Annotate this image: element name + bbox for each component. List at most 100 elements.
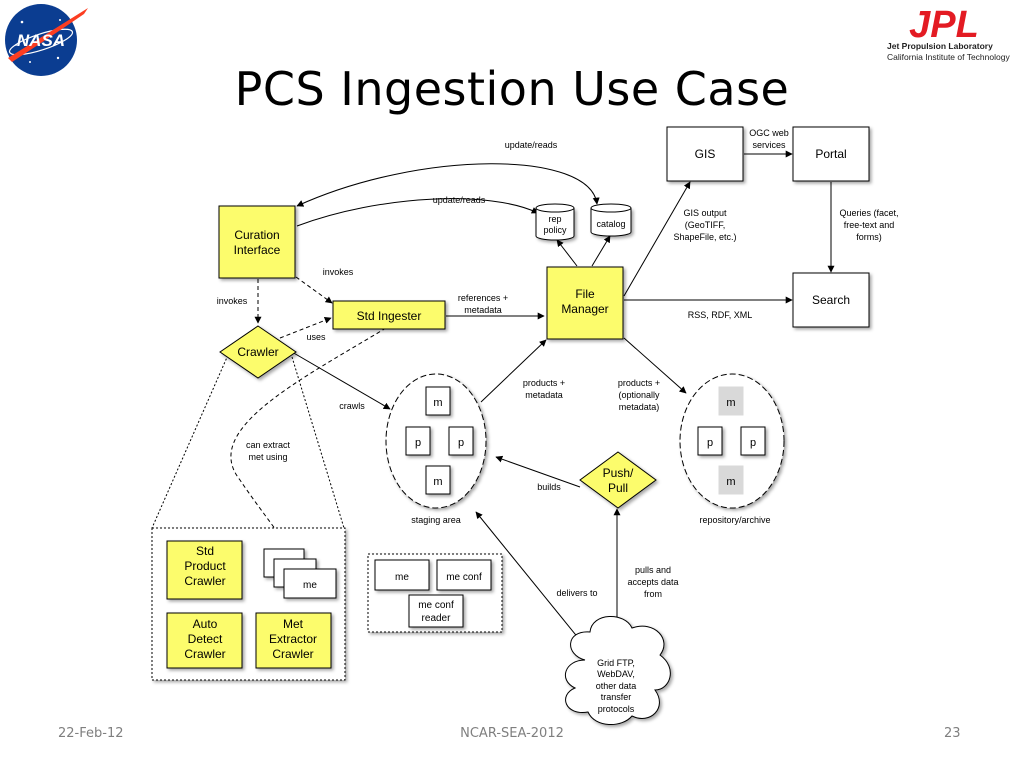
label-rss: RSS, RDF, XML <box>688 310 753 320</box>
node-curation-interface: Curation Interface <box>218 205 296 279</box>
archive-m2 <box>718 465 744 495</box>
label-delivers: delivers to <box>556 588 597 598</box>
svg-text:p: p <box>707 437 713 449</box>
node-crawler-group: Std Product Crawler Auto Detect Crawler … <box>151 527 346 681</box>
node-catalog: catalog <box>590 203 632 237</box>
staging-p1 <box>405 426 431 456</box>
archive-m1 <box>718 386 744 416</box>
nasa-logo: NASA <box>5 4 88 76</box>
std-product-crawler <box>166 540 243 600</box>
node-rep-policy: rep policy <box>535 203 575 241</box>
svg-text:reader: reader <box>422 613 452 624</box>
me-box <box>374 559 430 591</box>
node-gis: GIS <box>666 126 744 182</box>
label-gis-output-1: GIS output <box>683 208 727 218</box>
svg-text:Grid FTP,: Grid FTP, <box>597 658 635 668</box>
label-queries-3: forms) <box>856 232 882 242</box>
svg-text:Manager: Manager <box>561 302 608 316</box>
logos: NASA JPL Jet Propulsion Laboratory Calif… <box>5 4 1010 76</box>
node-crawler: Crawler <box>219 325 297 379</box>
svg-text:p: p <box>415 437 421 449</box>
svg-text:me conf: me conf <box>418 600 454 611</box>
label-pulls-3: from <box>644 589 662 599</box>
svg-text:File: File <box>575 287 595 301</box>
label-pulls-2: accepts data <box>627 577 678 587</box>
jpl-line1: Jet Propulsion Laboratory <box>887 41 993 51</box>
edge-builds <box>495 455 581 488</box>
edge-rep-policy-fm <box>556 239 578 267</box>
svg-text:Product: Product <box>184 559 226 573</box>
edge-update-reads-2 <box>296 198 539 227</box>
label-crawls: crawls <box>339 401 365 411</box>
svg-text:policy: policy <box>543 225 567 235</box>
node-portal: Portal <box>792 126 870 182</box>
svg-text:me: me <box>303 580 317 591</box>
label-pulls-1: pulls and <box>635 565 671 575</box>
svg-text:p: p <box>458 437 464 449</box>
archive-label: repository/archive <box>699 515 770 525</box>
svg-text:Detect: Detect <box>188 632 223 646</box>
footer-event: NCAR-SEA-2012 <box>460 726 564 741</box>
svg-text:m: m <box>726 476 735 488</box>
svg-text:GIS: GIS <box>695 147 716 161</box>
node-staging-area: m p p m staging area <box>385 373 487 525</box>
label-invokes-1: invokes <box>323 267 354 277</box>
svg-text:Crawler: Crawler <box>184 647 225 661</box>
svg-text:Interface: Interface <box>234 243 281 257</box>
svg-text:Crawler: Crawler <box>237 345 278 359</box>
auto-detect-crawler <box>166 612 243 669</box>
staging-p2 <box>448 426 474 456</box>
label-can-extract-1: can extract <box>246 440 291 450</box>
svg-text:Std: Std <box>196 544 214 558</box>
node-repository-archive: m p p m repository/archive <box>679 373 785 525</box>
svg-text:Crawler: Crawler <box>272 647 313 661</box>
label-builds: builds <box>537 482 561 492</box>
staging-m2 <box>425 465 451 495</box>
label-ogc-2: services <box>752 140 786 150</box>
edge-products-optionally <box>623 337 687 394</box>
footer-page-number: 23 <box>944 726 961 741</box>
jpl-logo-text: JPL <box>909 4 979 46</box>
edge-catalog-fm <box>591 235 611 267</box>
svg-text:WebDAV,: WebDAV, <box>597 669 635 679</box>
node-search: Search <box>792 272 870 328</box>
svg-text:m: m <box>726 397 735 409</box>
jpl-line2: California Institute of Technology <box>887 52 1010 62</box>
label-gis-output-3: ShapeFile, etc.) <box>673 232 736 242</box>
svg-text:me conf: me conf <box>446 572 482 583</box>
svg-text:p: p <box>750 437 756 449</box>
label-products-metadata-1: products + <box>523 378 565 388</box>
edge-labels: update/reads update/reads invokes invoke… <box>217 128 899 610</box>
svg-text:Search: Search <box>812 293 850 307</box>
svg-text:rep: rep <box>548 214 561 224</box>
archive-p2 <box>740 426 766 456</box>
svg-text:Crawler: Crawler <box>184 574 225 588</box>
svg-text:Push/: Push/ <box>603 466 634 480</box>
node-file-manager: File Manager <box>546 266 624 340</box>
me-stack-front <box>283 568 337 599</box>
staging-label: staging area <box>411 515 461 525</box>
svg-text:other data: other data <box>596 681 637 691</box>
svg-text:Portal: Portal <box>815 147 846 161</box>
edge-uses-ingester <box>279 317 332 339</box>
svg-text:me: me <box>395 572 409 583</box>
edge-can-extract <box>230 327 387 567</box>
svg-text:Auto: Auto <box>193 617 218 631</box>
svg-text:m: m <box>433 476 442 488</box>
svg-text:Std Ingester: Std Ingester <box>357 309 422 323</box>
label-uses-1: uses <box>306 332 326 342</box>
nasa-logo-text: NASA <box>17 31 65 50</box>
node-met-config-group: me me conf me conf reader <box>367 553 503 633</box>
footer-date: 22-Feb-12 <box>58 726 124 741</box>
label-invokes-2: invokes <box>217 296 248 306</box>
node-grid-ftp-cloud: Grid FTP, WebDAV, other data transfer pr… <box>564 616 671 725</box>
slide-title: PCS Ingestion Use Case <box>234 62 790 116</box>
svg-text:m: m <box>433 397 442 409</box>
edge-products-metadata <box>480 339 547 403</box>
svg-text:Extractor: Extractor <box>269 632 317 646</box>
edge-crawler-group-right <box>291 356 345 529</box>
edge-crawler-group-left <box>151 354 229 529</box>
label-products-metadata-2: metadata <box>525 390 563 400</box>
